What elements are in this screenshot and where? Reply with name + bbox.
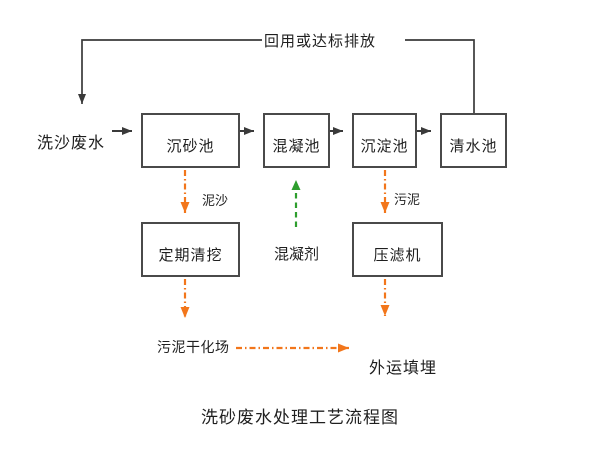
box-sedimentation-tank: 沉淀池 [352,113,417,168]
sludge-drying-field-label: 污泥干化场 [157,339,230,355]
diagram-caption: 洗砂废水处理工艺流程图 [201,408,399,427]
influent-label: 洗沙废水 [37,135,106,152]
box-grit-chamber: 沉砂池 [141,113,240,168]
sediment-flow-label: 泥沙 [202,193,229,208]
box-coagulation-tank: 混凝池 [263,113,330,168]
recycle-discharge-label: 回用或达标排放 [263,33,376,50]
sludge-flow-label: 污泥 [394,192,421,207]
recycle-line-left-arrow [78,39,262,104]
box-filter-press: 压滤机 [352,222,443,277]
box-clear-water-tank: 清水池 [440,113,507,168]
offsite-landfill-label: 外运填埋 [369,360,438,377]
coagulant-label: 混凝剂 [274,246,320,263]
box-periodic-dredging: 定期清挖 [141,222,240,277]
recycle-line-right [405,39,475,113]
